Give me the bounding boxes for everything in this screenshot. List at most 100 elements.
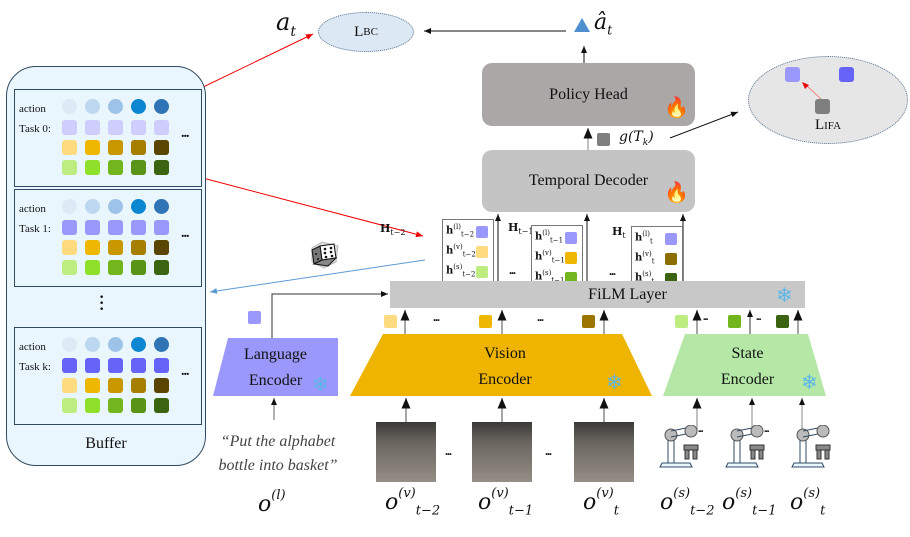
language-token bbox=[248, 311, 261, 324]
language-feature bbox=[85, 220, 100, 235]
state-token bbox=[675, 315, 688, 328]
vision-encoder-shape bbox=[350, 334, 652, 396]
state-feature bbox=[85, 260, 100, 275]
vision-feature bbox=[85, 378, 100, 393]
hidden-state-token: h(s)t−2 bbox=[446, 263, 476, 279]
temporal-decoder: Temporal Decoder bbox=[482, 150, 695, 212]
vision-feature bbox=[62, 140, 77, 155]
vision-observation-label: o(v)t−1 bbox=[478, 486, 534, 519]
robot-arm-state bbox=[659, 425, 699, 468]
robot-arm-state bbox=[791, 425, 831, 468]
language-feature bbox=[154, 120, 169, 135]
snowflake-icon: ❄ bbox=[312, 374, 329, 396]
ellipsis: ... bbox=[537, 310, 544, 324]
task-label: Task 1: bbox=[19, 223, 51, 235]
vision-feature bbox=[131, 240, 146, 255]
hidden-state-box: h(l)t−2 h(v)t−2 h(s)t−2 bbox=[442, 219, 494, 286]
state-feature bbox=[62, 160, 77, 175]
action-dot bbox=[108, 99, 123, 114]
hidden-state-token: h(l)t−1 bbox=[535, 229, 564, 245]
hidden-state-token: h(s)t−1 bbox=[535, 269, 564, 284]
state-feature bbox=[131, 160, 146, 175]
vision-token bbox=[479, 315, 492, 328]
action-dot bbox=[85, 337, 100, 352]
vision-feature bbox=[131, 378, 146, 393]
state-token bbox=[728, 315, 741, 328]
snowflake-icon: ❄ bbox=[801, 372, 818, 394]
action-dot bbox=[131, 337, 146, 352]
hidden-state-token: h(v)t bbox=[635, 250, 655, 266]
vision-feature bbox=[85, 240, 100, 255]
hidden-state-swatch bbox=[565, 232, 577, 244]
ellipsis: ... bbox=[445, 444, 452, 458]
vision-feature bbox=[108, 140, 123, 155]
other-feature-token bbox=[839, 67, 854, 82]
state-feature bbox=[154, 160, 169, 175]
ellipsis: ... bbox=[609, 264, 616, 278]
language-feature bbox=[62, 358, 77, 373]
vision-observation-label: o(v)t bbox=[583, 486, 619, 519]
state-feature bbox=[85, 398, 100, 413]
language-feature bbox=[154, 220, 169, 235]
hidden-state-token: h(v)t−1 bbox=[535, 249, 565, 265]
current-feature-token bbox=[815, 99, 830, 114]
hidden-state-token: h(l)t−2 bbox=[446, 223, 475, 239]
action-row-label: action bbox=[19, 203, 46, 215]
ellipsis: ... bbox=[764, 424, 769, 435]
predicted-action-marker bbox=[574, 18, 590, 32]
language-feature bbox=[131, 358, 146, 373]
hidden-state-swatch bbox=[476, 226, 488, 238]
robot-arm-state bbox=[725, 425, 765, 468]
hidden-state-label: Ht−1 bbox=[508, 221, 534, 237]
state-observation-label: o(s)t bbox=[790, 486, 826, 519]
vision-token bbox=[582, 315, 595, 328]
action-dot bbox=[62, 199, 77, 214]
action-dot bbox=[62, 337, 77, 352]
camera-frame bbox=[472, 422, 532, 482]
action-dot bbox=[62, 99, 77, 114]
action-dot bbox=[85, 199, 100, 214]
state-observation-label: o(s)t−2 bbox=[660, 486, 715, 519]
language-feature bbox=[108, 220, 123, 235]
action-row-label: action bbox=[19, 103, 46, 115]
state-feature bbox=[108, 260, 123, 275]
ellipsis: ... bbox=[181, 126, 189, 141]
state-feature bbox=[62, 398, 77, 413]
hidden-state-swatch bbox=[665, 233, 677, 245]
hidden-state-swatch bbox=[476, 246, 488, 258]
vision-feature bbox=[62, 240, 77, 255]
state-feature bbox=[131, 398, 146, 413]
vision-feature bbox=[108, 240, 123, 255]
action-dot bbox=[154, 337, 169, 352]
task-feature-token bbox=[597, 133, 610, 146]
state-feature bbox=[108, 160, 123, 175]
store-arrow bbox=[209, 259, 426, 294]
vision-feature bbox=[154, 140, 169, 155]
hidden-state-token: h(v)t−2 bbox=[446, 243, 476, 259]
action-dot bbox=[131, 99, 146, 114]
action-dot bbox=[85, 99, 100, 114]
state-feature bbox=[154, 398, 169, 413]
state-token bbox=[776, 315, 789, 328]
language-feature bbox=[131, 120, 146, 135]
state-feature bbox=[131, 260, 146, 275]
state-feature bbox=[62, 260, 77, 275]
language-feature bbox=[108, 358, 123, 373]
language-feature bbox=[154, 358, 169, 373]
vision-feature bbox=[85, 140, 100, 155]
vision-token bbox=[384, 315, 397, 328]
vertical-ellipsis: ··· bbox=[99, 289, 105, 318]
ellipsis: ... bbox=[181, 226, 189, 241]
language-observation-label: o(l) bbox=[258, 488, 286, 517]
vision-observation-label: o(v)t−2 bbox=[385, 486, 441, 519]
old-feature-token bbox=[785, 67, 800, 82]
hidden-state-swatch bbox=[565, 252, 577, 264]
hidden-state-label: Ht bbox=[612, 225, 626, 241]
buffer-label: Buffer bbox=[85, 435, 127, 452]
ellipsis: ... bbox=[509, 263, 516, 277]
